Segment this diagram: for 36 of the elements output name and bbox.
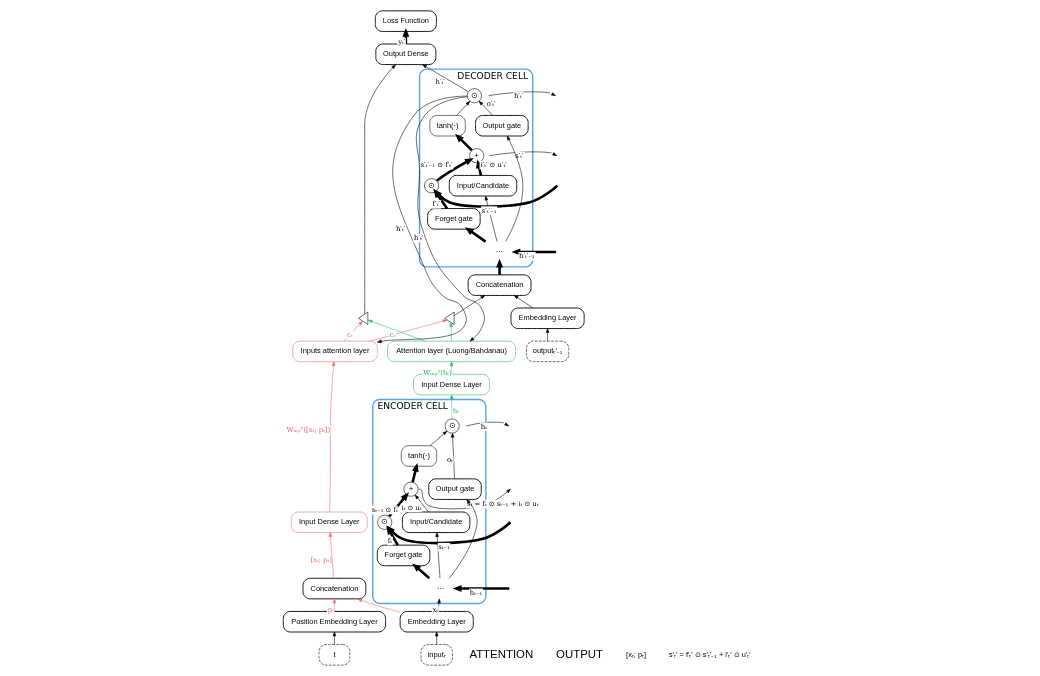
- label: ATTENTION: [469, 647, 534, 660]
- arrow: [418, 488, 511, 510]
- arrow: [328, 532, 334, 579]
- arrow: [332, 631, 337, 645]
- arrow: [464, 227, 487, 243]
- arrow: [435, 631, 439, 645]
- arrow: [513, 295, 534, 309]
- arrow: [488, 151, 557, 156]
- arrow: [488, 91, 556, 96]
- arrow: [466, 421, 509, 427]
- arrow: [478, 100, 493, 116]
- arrow: [412, 563, 431, 580]
- arrow: [414, 494, 429, 513]
- arrow: [435, 532, 441, 579]
- label: OUTPUT: [556, 647, 604, 660]
- arrow: [450, 432, 455, 479]
- arrow: [511, 248, 557, 256]
- arrow: [450, 394, 454, 420]
- arrow: [545, 328, 550, 342]
- arrow: [484, 195, 498, 242]
- arrow: [456, 101, 470, 116]
- arrow: [452, 585, 510, 593]
- arrow: [436, 157, 474, 182]
- arrow: [453, 295, 486, 316]
- arrow: [332, 598, 337, 612]
- arrow: [429, 430, 448, 446]
- arrow: [364, 64, 396, 315]
- arrow: [411, 462, 419, 483]
- arrow: [449, 322, 453, 342]
- arrow: [422, 64, 469, 92]
- arrow: [455, 133, 473, 152]
- arrow: [329, 361, 336, 513]
- arrow: [357, 598, 401, 613]
- arrow: [496, 258, 504, 275]
- arrow: [448, 499, 478, 579]
- arrow: [377, 95, 468, 343]
